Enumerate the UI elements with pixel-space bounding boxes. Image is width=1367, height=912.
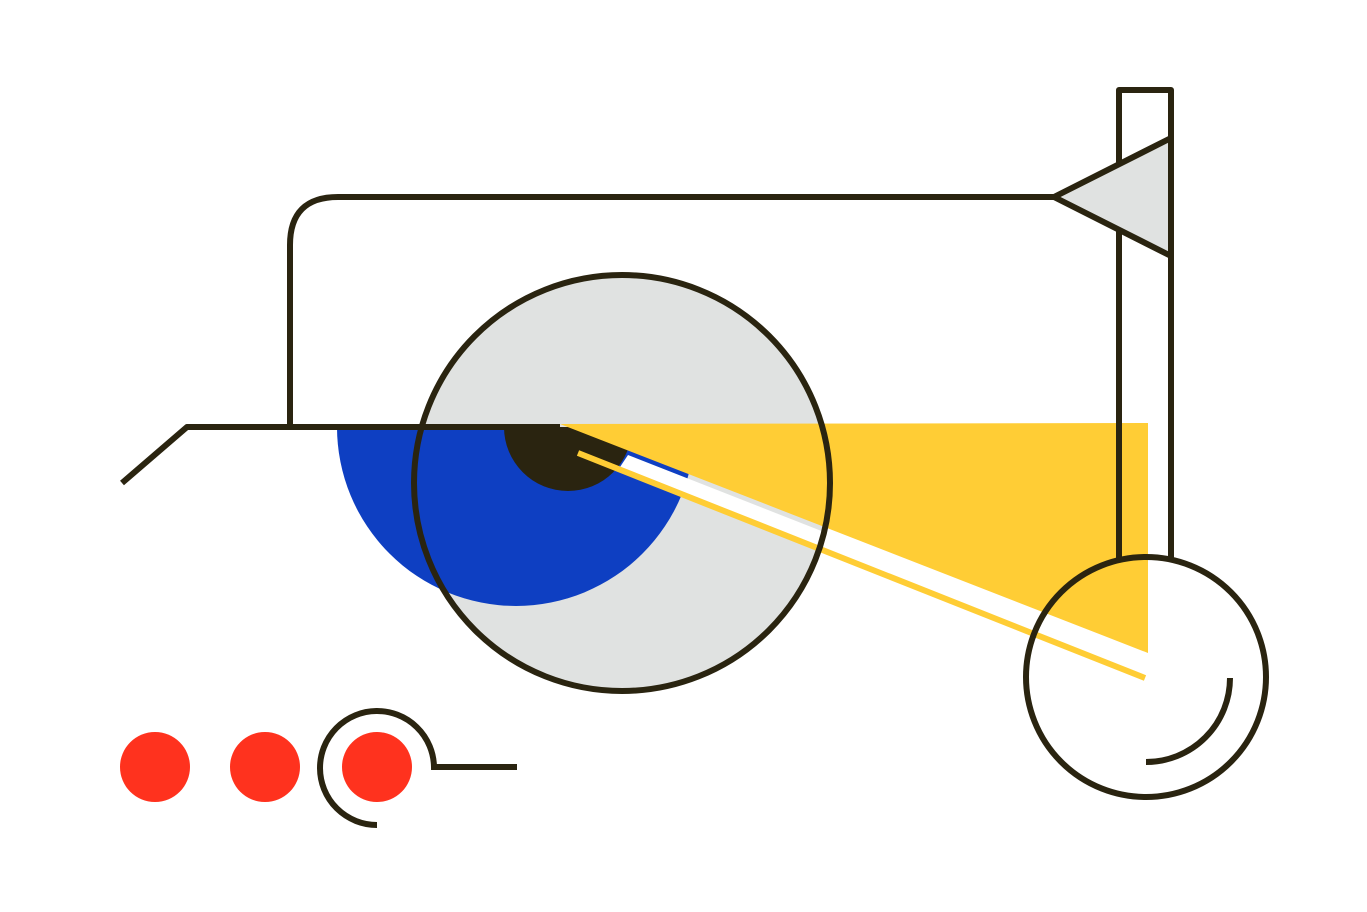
gray-triangle-flag [1051, 135, 1174, 259]
spiral-hook [317, 708, 517, 828]
beam-gap-stripe [618, 455, 1132, 670]
rounded-frame [287, 194, 1054, 427]
small-wheel-circle [1023, 554, 1269, 800]
dark-pupil [504, 427, 632, 491]
vertical-post [1116, 87, 1174, 558]
red-dot [230, 732, 300, 802]
yellow-light-beam [560, 423, 1148, 653]
red-dot [342, 732, 412, 802]
red-dot [120, 732, 190, 802]
wheel-inner-arc [1145, 677, 1233, 765]
yellow-ray-line [576, 450, 1147, 681]
large-circle-outline [411, 272, 833, 694]
base-line [120, 424, 560, 486]
